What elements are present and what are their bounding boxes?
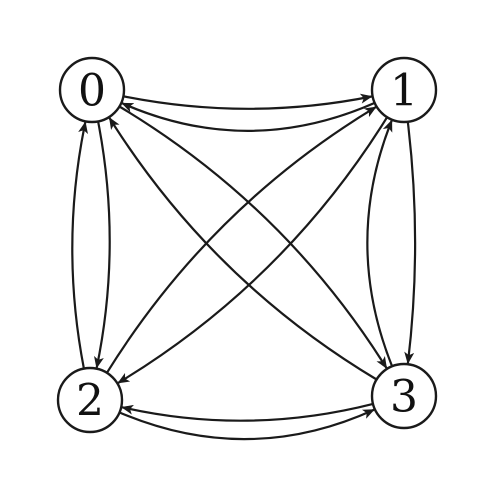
edge-1-to-3 — [404, 121, 417, 365]
edge-0-to-2 — [94, 121, 111, 369]
node-0-label: 0 — [78, 66, 106, 117]
edges-layer — [71, 93, 417, 441]
node-1: 1 — [370, 56, 438, 124]
edge-3-to-2 — [121, 402, 374, 422]
node-3-label: 3 — [390, 372, 418, 423]
edge-2-to-0 — [71, 121, 88, 369]
node-1-circle — [370, 56, 438, 124]
edge-2-to-3 — [119, 408, 375, 441]
node-3-circle — [370, 362, 438, 430]
edge-2-to-1 — [105, 106, 377, 374]
node-3: 3 — [370, 362, 438, 430]
edge-3-to-0 — [108, 117, 378, 381]
edge-0-to-3 — [118, 105, 388, 369]
edge-0-to-1 — [123, 93, 373, 110]
node-2-label: 2 — [76, 376, 104, 427]
edge-1-to-0 — [121, 101, 376, 132]
node-0-circle — [58, 56, 126, 124]
nodes-layer: 0 1 2 3 — [56, 56, 438, 434]
node-0: 0 — [58, 56, 126, 124]
edge-3-to-1 — [366, 119, 394, 367]
node-2-circle — [56, 366, 124, 434]
node-1-label: 1 — [390, 66, 418, 117]
node-2: 2 — [56, 366, 124, 434]
edge-1-to-2 — [117, 116, 389, 384]
